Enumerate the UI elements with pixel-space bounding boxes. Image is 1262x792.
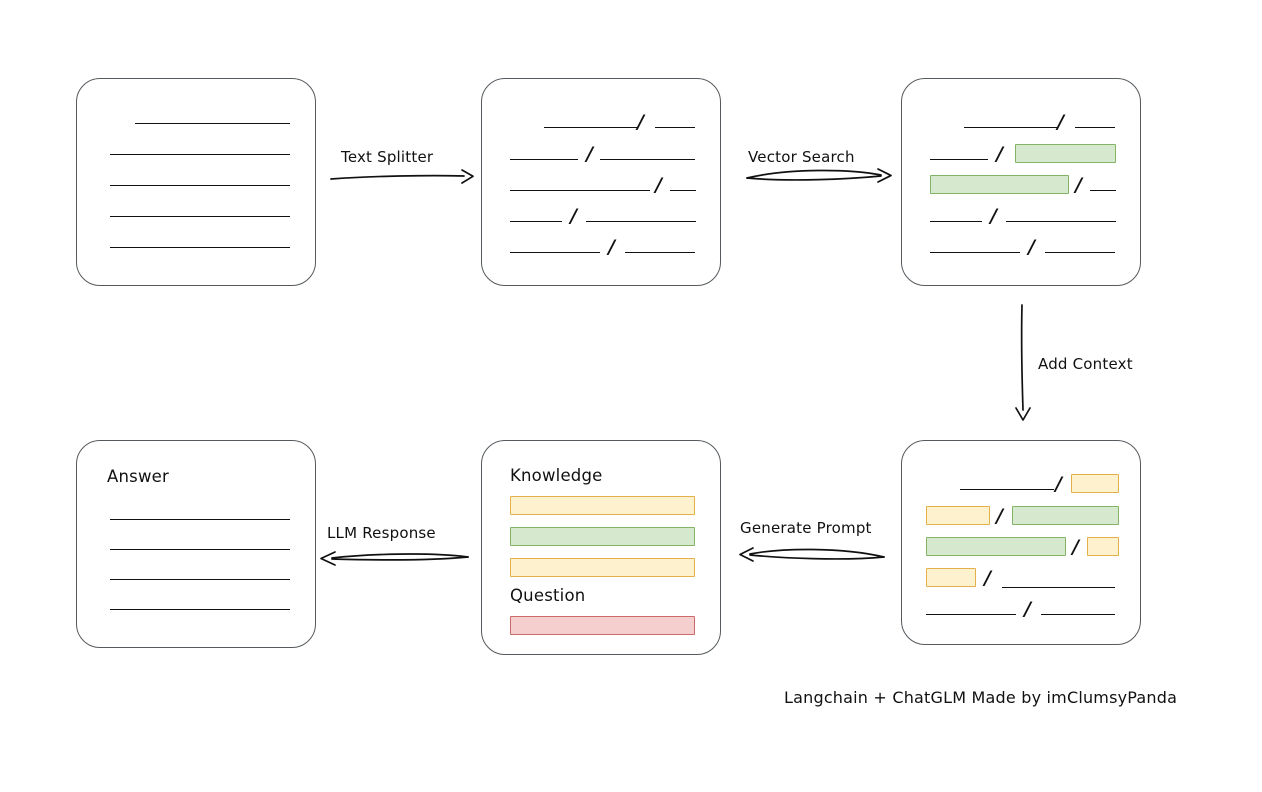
chunk-line <box>964 127 1058 128</box>
highlight-bar-yellow <box>1087 537 1119 556</box>
doc-line <box>110 247 290 248</box>
chunk-separator: / <box>990 205 997 227</box>
chunk-separator: / <box>570 205 577 227</box>
node-retrieved-document[interactable]: / / / / / <box>901 78 1141 286</box>
doc-line <box>110 185 290 186</box>
answer-line <box>110 579 290 580</box>
chunk-line <box>510 221 562 222</box>
edge-arrow-text-splitter <box>330 169 474 184</box>
highlight-bar-yellow <box>926 568 976 587</box>
chunk-line <box>930 252 1020 253</box>
chunk-line <box>544 127 638 128</box>
chunk-line <box>600 159 695 160</box>
chunk-separator: / <box>1057 111 1064 133</box>
chunk-line <box>1002 587 1115 588</box>
node-prompt-card[interactable]: Knowledge Question <box>481 440 721 655</box>
chunk-separator: / <box>996 505 1003 527</box>
node-split-document[interactable]: / / / / / <box>481 78 721 286</box>
answer-heading: Answer <box>107 467 169 486</box>
chunk-separator: / <box>655 174 662 196</box>
chunk-separator: / <box>608 236 615 258</box>
question-bar-red <box>510 616 695 635</box>
retrieved-document-body: / / / / / <box>902 79 1140 285</box>
prompt-heading-question: Question <box>510 586 586 605</box>
chunk-line <box>930 159 988 160</box>
chunk-separator: / <box>996 143 1003 165</box>
answer-line <box>110 549 290 550</box>
chunk-line <box>586 221 696 222</box>
chunk-line <box>655 127 695 128</box>
highlight-bar-green <box>1012 506 1119 525</box>
chunk-line <box>510 159 578 160</box>
knowledge-bar-yellow-1 <box>510 496 695 515</box>
chunk-separator: / <box>1028 236 1035 258</box>
edge-label-add-context: Add Context <box>1038 355 1133 373</box>
footer-credit: Langchain + ChatGLM Made by imClumsyPand… <box>784 688 1178 707</box>
context-document-body: / / / / / <box>902 441 1140 644</box>
highlight-bar-green <box>926 537 1066 556</box>
chunk-separator: / <box>1055 473 1062 495</box>
chunk-line <box>930 221 982 222</box>
chunk-line <box>1041 614 1115 615</box>
chunk-line <box>670 190 696 191</box>
chunk-line <box>1006 221 1116 222</box>
edge-label-generate-prompt: Generate Prompt <box>740 519 872 537</box>
edge-label-llm-response: LLM Response <box>327 524 436 542</box>
chunk-line <box>510 252 600 253</box>
node-context-document[interactable]: / / / / / <box>901 440 1141 645</box>
highlight-bar-green <box>1015 144 1116 163</box>
chunk-separator: / <box>984 567 991 589</box>
chunk-separator: / <box>1072 536 1079 558</box>
prompt-card-body: Knowledge Question <box>482 441 720 654</box>
chunk-line <box>510 190 650 191</box>
doc-line <box>110 216 290 217</box>
prompt-heading-knowledge: Knowledge <box>510 466 603 485</box>
edge-arrow-add-context <box>1015 304 1031 421</box>
highlight-bar-yellow <box>1071 474 1119 493</box>
doc-line <box>110 154 290 155</box>
edge-label-vector-search: Vector Search <box>748 148 855 166</box>
doc-line <box>135 123 290 124</box>
chunk-line <box>926 614 1016 615</box>
chunk-line <box>625 252 695 253</box>
chunk-separator: / <box>586 143 593 165</box>
highlight-bar-green <box>930 175 1069 194</box>
knowledge-bar-green-1 <box>510 527 695 546</box>
split-document-body: / / / / / <box>482 79 720 285</box>
answer-line <box>110 609 290 610</box>
source-document-body <box>77 79 315 285</box>
chunk-separator: / <box>637 111 644 133</box>
edge-label-text-splitter: Text Splitter <box>341 148 434 166</box>
answer-card-body: Answer <box>77 441 315 647</box>
chunk-separator: / <box>1024 598 1031 620</box>
answer-line <box>110 519 290 520</box>
node-source-document[interactable] <box>76 78 316 286</box>
chunk-line <box>1090 190 1116 191</box>
chunk-separator: / <box>1075 174 1082 196</box>
node-answer-card[interactable]: Answer <box>76 440 316 648</box>
chunk-line <box>1075 127 1115 128</box>
edge-arrow-llm-response <box>320 551 469 566</box>
chunk-line <box>1045 252 1115 253</box>
knowledge-bar-yellow-2 <box>510 558 695 577</box>
highlight-bar-yellow <box>926 506 990 525</box>
edge-arrow-generate-prompt <box>739 547 885 562</box>
chunk-line <box>960 489 1054 490</box>
edge-arrow-vector-search <box>746 168 892 183</box>
